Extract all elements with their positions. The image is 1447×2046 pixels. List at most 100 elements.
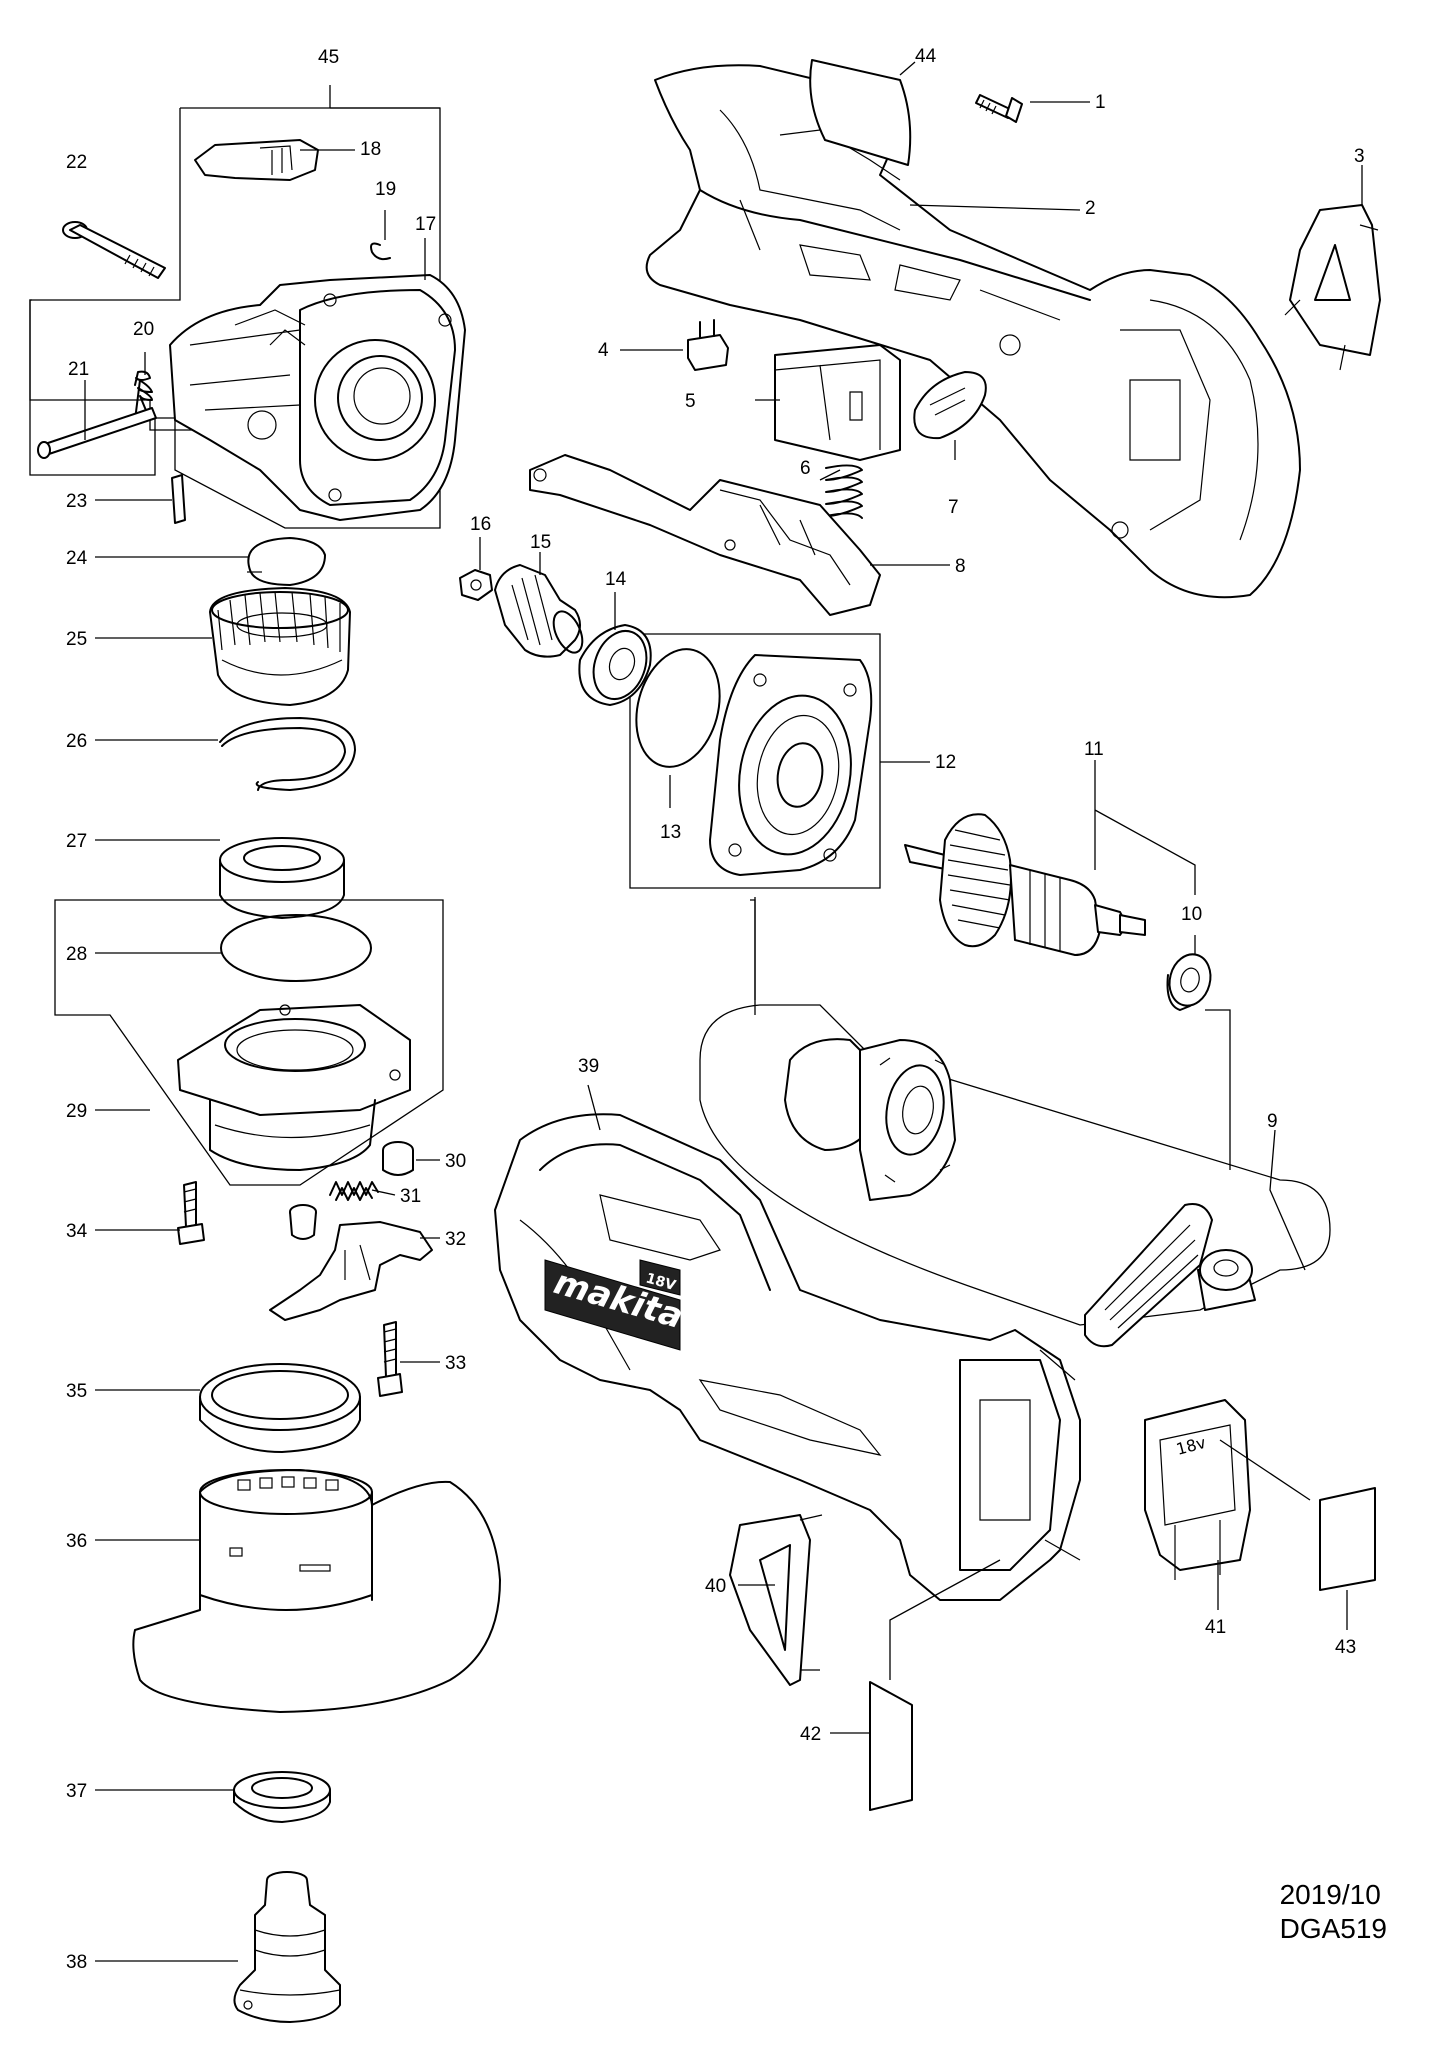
slide-knob-part-7 <box>913 371 987 440</box>
bracket-part-40 <box>729 1514 823 1686</box>
callout-35: 35 <box>66 1381 87 1402</box>
callout-31: 31 <box>400 1186 421 1207</box>
callout-9: 9 <box>1267 1111 1278 1132</box>
callout-19: 19 <box>375 179 396 200</box>
callout-23: 23 <box>66 491 87 512</box>
bracket-part-3 <box>1284 204 1381 371</box>
group-outline-9 <box>750 899 756 1015</box>
callout-45: 45 <box>318 47 339 68</box>
o-ring-part-13 <box>635 648 721 768</box>
heatsink-part-9 <box>1084 1203 1213 1348</box>
callout-5: 5 <box>685 391 696 412</box>
callout-22: 22 <box>66 152 87 173</box>
callout-39: 39 <box>578 1056 599 1077</box>
callout-17: 17 <box>415 214 436 235</box>
callout-28: 28 <box>66 944 87 965</box>
callout-10: 10 <box>1181 904 1202 925</box>
callout-25: 25 <box>66 629 87 650</box>
label-part-42 <box>869 1681 913 1811</box>
wheel-guard-part-36 <box>132 1469 501 1713</box>
callout-1: 1 <box>1095 92 1106 113</box>
screw-part-33 <box>377 1321 403 1397</box>
callout-44: 44 <box>915 46 937 67</box>
label-part-43 <box>1319 1487 1376 1591</box>
compression-spring-part-6 <box>825 464 863 519</box>
armature-part-11 <box>904 813 1146 956</box>
callout-labels: 1 2 3 4 5 6 7 8 9 10 11 12 13 14 15 16 1… <box>66 46 1365 1973</box>
screw-part-1 <box>975 94 1023 123</box>
terminal-part-4 <box>687 319 729 371</box>
callout-2: 2 <box>1085 198 1096 219</box>
callout-11: 11 <box>1084 739 1104 760</box>
callout-4: 4 <box>598 340 609 361</box>
callout-14: 14 <box>605 569 627 590</box>
group-outline-12 <box>629 633 881 889</box>
callout-34: 34 <box>66 1221 88 1242</box>
housing-cover-part-2 <box>645 64 1301 599</box>
shaft-lock-part-32 <box>269 1221 433 1321</box>
ball-bearing-part-27 <box>219 837 345 919</box>
model-number: DGA519 <box>1279 1913 1387 1944</box>
battery-terminal-part-41: 18v <box>1144 1399 1251 1580</box>
nut-part-16 <box>459 569 493 601</box>
callout-8: 8 <box>955 556 966 577</box>
callout-12: 12 <box>935 752 956 773</box>
ring-spring-part-35 <box>199 1363 361 1453</box>
pinion-gear-part-15 <box>494 564 584 658</box>
bevel-gear-part-25 <box>209 587 351 706</box>
leader-lines <box>84 61 1363 1962</box>
screw-part-34 <box>177 1181 205 1245</box>
gear-housing-part-17 <box>169 274 466 521</box>
lock-lever-part-18 <box>194 139 319 181</box>
bearing-retainer-part-12 <box>709 654 873 876</box>
callout-26: 26 <box>66 731 87 752</box>
callout-21: 21 <box>68 359 89 380</box>
callout-6: 6 <box>800 458 811 479</box>
callout-18: 18 <box>360 139 381 160</box>
callout-7: 7 <box>948 497 959 518</box>
retaining-ring-part-26 <box>219 717 356 791</box>
callout-42: 42 <box>800 1724 821 1745</box>
pin-part-30b <box>289 1204 317 1240</box>
key-part-23 <box>171 474 186 524</box>
callout-13: 13 <box>660 822 681 843</box>
retaining-ring-part-19 <box>370 242 391 261</box>
o-ring-part-28 <box>220 914 372 982</box>
callout-24: 24 <box>66 548 88 569</box>
callout-32: 32 <box>445 1229 466 1250</box>
callout-33: 33 <box>445 1353 466 1374</box>
bolt-part-22 <box>62 221 166 279</box>
label-sticker-part-44 <box>809 59 912 166</box>
callout-38: 38 <box>66 1952 87 1973</box>
callout-15: 15 <box>530 532 551 553</box>
callout-41: 41 <box>1205 1617 1226 1638</box>
callout-3: 3 <box>1354 146 1365 167</box>
callout-43: 43 <box>1335 1637 1356 1658</box>
stator-part-9 <box>784 1038 956 1201</box>
callout-27: 27 <box>66 831 87 852</box>
callout-16: 16 <box>470 514 491 535</box>
retaining-ring-part-24 <box>247 537 326 586</box>
callout-20: 20 <box>133 319 154 340</box>
group-outline-stator <box>699 897 1331 1326</box>
callout-29: 29 <box>66 1101 87 1122</box>
group-outline-29 <box>54 899 444 1186</box>
switch-lever-part-8 <box>529 454 881 616</box>
makita-logo-badge: makita 18V <box>544 1259 687 1351</box>
inner-flange-part-37 <box>233 1771 331 1823</box>
pin-part-21 <box>37 407 157 459</box>
callout-30: 30 <box>445 1151 466 1172</box>
revision-date: 2019/10 <box>1279 1879 1381 1910</box>
callout-37: 37 <box>66 1781 87 1802</box>
spindle-part-38 <box>233 1871 341 2023</box>
switch-part-5 <box>774 344 901 461</box>
callout-40: 40 <box>705 1576 726 1597</box>
dial-part-9 <box>1197 1249 1256 1311</box>
spring-part-31 <box>329 1181 379 1201</box>
ball-bearing-part-10 <box>1166 953 1212 1011</box>
motor-housing-part-39 <box>494 1113 1081 1601</box>
drawing-footer: 2019/10 DGA519 <box>1280 1878 1387 1946</box>
bearing-box-part-29 <box>177 1004 411 1171</box>
lock-pin-part-30 <box>382 1141 414 1176</box>
